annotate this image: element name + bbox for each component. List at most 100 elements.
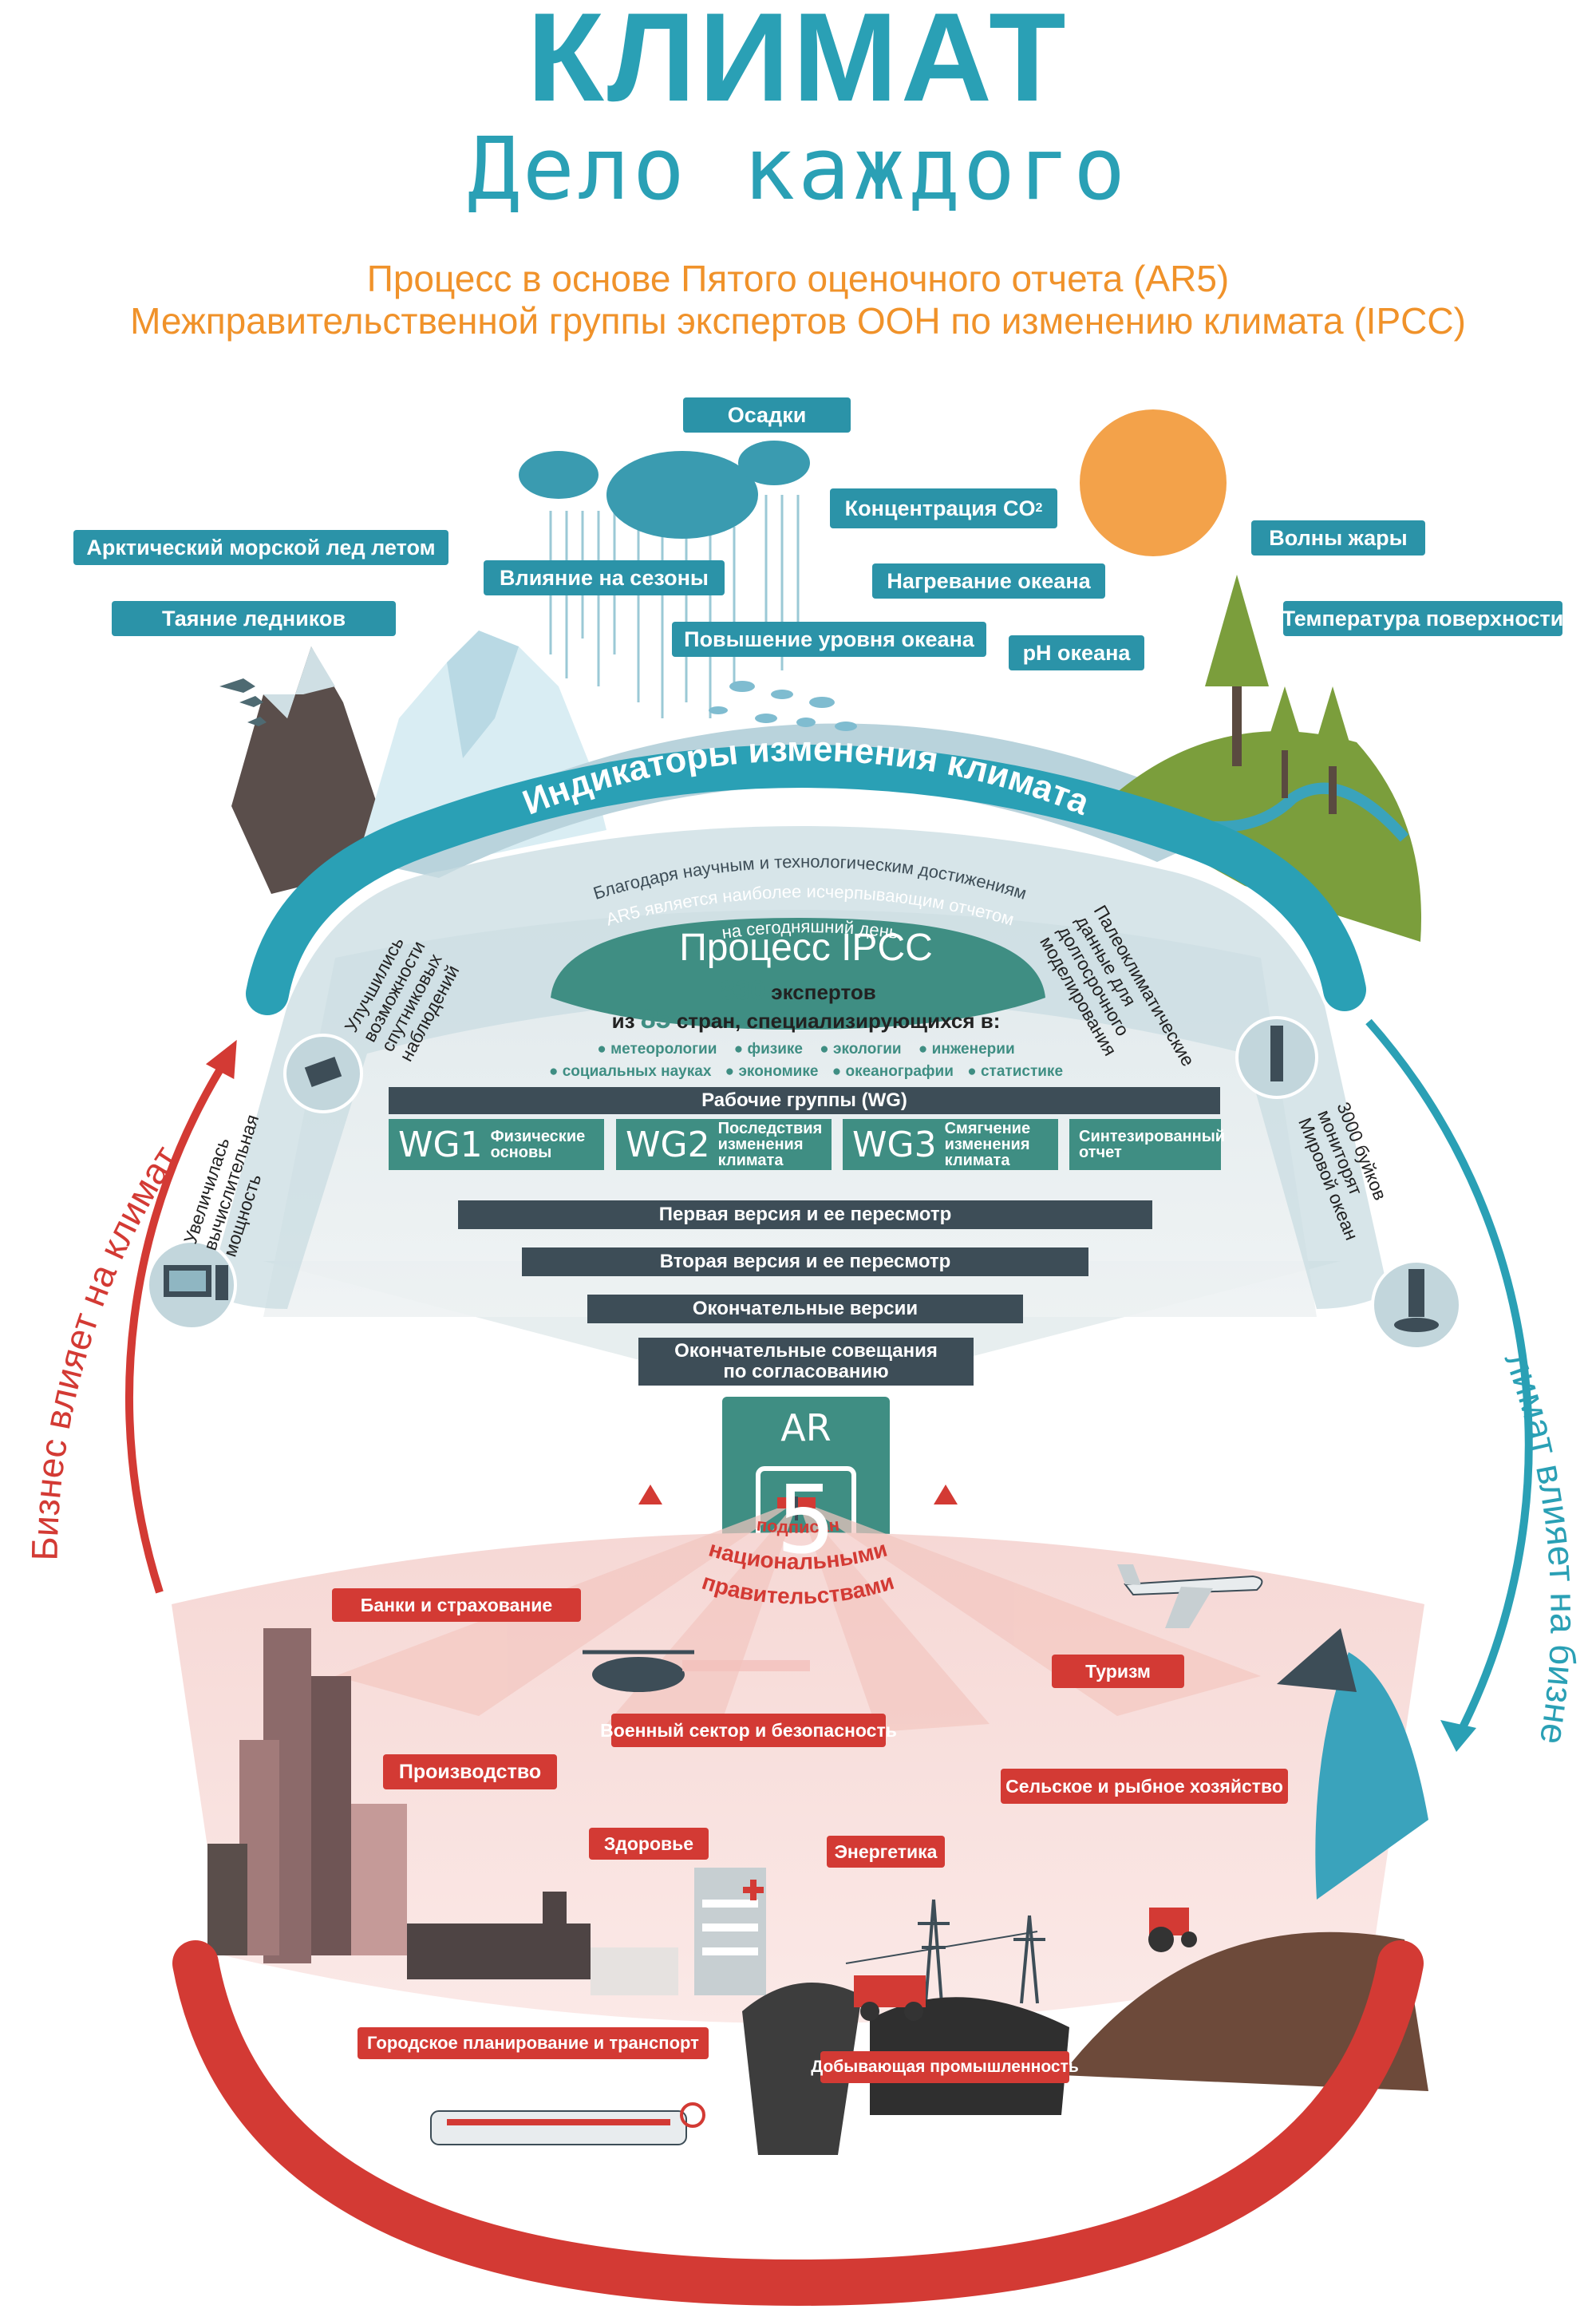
- field-item: ● социальных науках: [548, 1063, 712, 1080]
- fish-icons: [709, 681, 857, 731]
- science-ring: [207, 826, 1389, 1309]
- farmland-hill: [1061, 1931, 1428, 2091]
- tag-ph: pH океана: [1009, 635, 1144, 670]
- fields-row-1: ● метеорологии ● физике ● экологии ● инж…: [519, 1041, 1093, 1058]
- tag-precipitation: Осадки: [683, 397, 851, 433]
- tag-co2-label: Концентрация CO: [844, 496, 1036, 520]
- sun-icon: [1080, 409, 1227, 556]
- synthesis-card: Синтезированный отчет: [1069, 1119, 1225, 1170]
- tag-co2-sub: 2: [1035, 501, 1043, 515]
- sector-urban: Городское планирование и транспорт: [358, 2027, 709, 2059]
- mine-road: [742, 1983, 862, 2155]
- sector-banks: Банки и страхование: [332, 1588, 581, 1622]
- tractor-icon: [1148, 1908, 1197, 1952]
- tag-heat-waves: Волны жары: [1251, 520, 1425, 556]
- synthesis-label-line: Синтезированный: [1079, 1128, 1226, 1145]
- wg2-label: Последствия изменения климата: [718, 1121, 823, 1168]
- right-cycle-arrowhead: [1440, 1720, 1476, 1752]
- experts-num: 830: [720, 975, 766, 1006]
- arrow-right-icon: [934, 1485, 958, 1504]
- airplane-icon: [1117, 1564, 1263, 1628]
- tag-sea-level: Повышение уровня океана: [672, 622, 986, 657]
- field-item: ● статистике: [967, 1063, 1064, 1080]
- countries-post: стран, специализирующихся в:: [676, 1009, 1001, 1033]
- tag-seasons: Влияние на сезоны: [484, 560, 725, 595]
- book-ar-label: AR: [780, 1406, 832, 1449]
- countries-num: 85: [640, 1004, 671, 1034]
- wg1-label: Физические основы: [491, 1129, 586, 1160]
- stage-final-meetings-line: Окончательные совещания: [674, 1340, 938, 1362]
- wg1-card: WG1 Физические основы: [389, 1119, 604, 1170]
- field-item: ● метеорологии: [597, 1041, 717, 1058]
- horizon-ground: [367, 723, 1245, 878]
- wg3-code: WG3: [852, 1124, 937, 1165]
- glacier-shade: [447, 631, 519, 758]
- wg3-label-line: климата: [944, 1152, 1010, 1169]
- wg3-label-line: Смягчение: [944, 1120, 1031, 1137]
- synthesis-label-line: отчет: [1079, 1144, 1122, 1161]
- sector-tourism: Туризм: [1052, 1655, 1184, 1688]
- left-cycle-arrowhead: [205, 1039, 237, 1080]
- mountain-left: [231, 646, 399, 894]
- field-engineering: инженерии: [931, 1041, 1015, 1058]
- stage-first-draft: Первая версия и ее пересмотр: [458, 1200, 1152, 1229]
- working-groups-header: Рабочие группы (WG): [389, 1087, 1220, 1114]
- field-item: ● экономике: [725, 1063, 819, 1080]
- field-item: ● инженерии: [918, 1041, 1015, 1058]
- stage-final-versions: Окончательные версии: [587, 1295, 1023, 1323]
- tag-arctic-ice: Арктический морской лед летом: [73, 530, 448, 565]
- helicopter-icon: [583, 1650, 810, 1692]
- mining-truck-icon: [854, 1975, 926, 2021]
- synthesis-label: Синтезированный отчет: [1079, 1129, 1225, 1160]
- rain-cloud-icon: [519, 441, 810, 718]
- experts-word: экспертов: [771, 980, 876, 1004]
- main-subtitle: Дело каждого: [467, 120, 1129, 219]
- wg2-label-line: климата: [717, 1152, 784, 1169]
- fishing-boat-icon: [1277, 1628, 1357, 1692]
- metro-logo-icon: [680, 2102, 705, 2128]
- stage-final-meetings: Окончательные совещания по согласованию: [638, 1338, 974, 1386]
- field-item: ● океанографии: [832, 1063, 954, 1080]
- signed-line-1: подписан: [756, 1515, 840, 1537]
- wg2-label-line: изменения: [717, 1136, 804, 1153]
- green-hill: [1101, 731, 1421, 942]
- tag-surface-temp: Температура поверхности: [1282, 601, 1563, 636]
- field-meteorology: метеорологии: [610, 1041, 717, 1058]
- field-economics: экономике: [738, 1063, 819, 1080]
- stage-final-meetings-line: по согласованию: [723, 1361, 889, 1382]
- ipcc-title: Процесс IPCC: [679, 927, 933, 969]
- fields-row-2: ● социальных науках ● экономике ● океано…: [495, 1063, 1117, 1081]
- sector-agriculture: Сельское и рыбное хозяйство: [1001, 1769, 1288, 1804]
- wg1-code: WG1: [398, 1124, 483, 1165]
- wg3-label-line: изменения: [944, 1136, 1030, 1153]
- field-oceanography: океанографии: [845, 1063, 954, 1080]
- city-buildings: [207, 1628, 766, 1995]
- main-title: КЛИМАТ: [527, 0, 1069, 128]
- field-social: социальных науках: [562, 1063, 712, 1080]
- consequences-arc: [172, 1940, 1424, 2307]
- header-line-2: Межправительственной группы экспертов ОО…: [130, 300, 1466, 342]
- field-item: ● экологии: [820, 1041, 902, 1058]
- field-ecology: экологии: [833, 1041, 902, 1058]
- ocean: [1315, 1652, 1428, 1900]
- flags-icon: [777, 1497, 816, 1520]
- sector-military: Военный сектор и безопасность: [600, 1714, 897, 1747]
- tag-ocean-heat: Нагревание океана: [872, 563, 1105, 599]
- tag-glaciers: Таяние ледников: [112, 601, 396, 636]
- sector-energy: Энергетика: [827, 1836, 945, 1868]
- power-pylon-icons: [845, 1899, 1045, 2004]
- experts-line: 830 экспертов: [606, 975, 990, 1006]
- consequences-arc-label: Последствия и риски для бизнеса: [512, 2173, 1092, 2249]
- bird-icons: [219, 678, 267, 726]
- train-icon: [430, 2110, 687, 2145]
- right-cycle-line: [1365, 1018, 1533, 1742]
- sector-production: Производство: [383, 1754, 557, 1789]
- indicators-arc: [246, 745, 1366, 1015]
- book-5-label: 5: [776, 1465, 836, 1575]
- field-statistics: статистике: [980, 1063, 1064, 1080]
- wg1-label-line: Физические: [490, 1128, 586, 1145]
- countries-pre: из: [611, 1009, 635, 1033]
- sector-health: Здоровье: [589, 1828, 709, 1860]
- left-cycle-line: [125, 1055, 231, 1594]
